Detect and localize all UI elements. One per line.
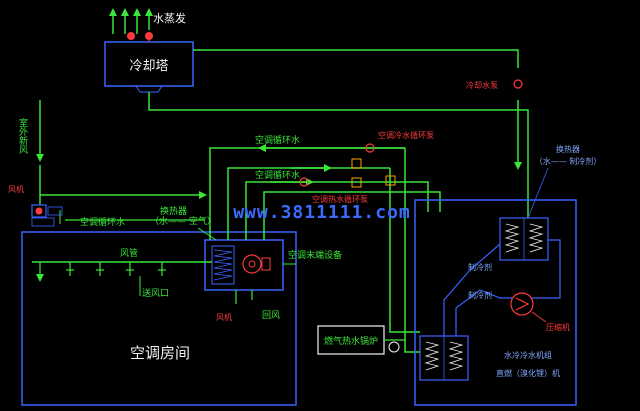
outdoor-air-label: 室外新风 bbox=[17, 117, 28, 155]
coil-zigzag bbox=[528, 223, 544, 253]
return-air-label: 回风 bbox=[262, 310, 280, 321]
hx-right-leader bbox=[527, 167, 549, 219]
sensor-box bbox=[47, 206, 63, 216]
valve-icon bbox=[351, 158, 362, 169]
cooling-water-supply-pipe bbox=[193, 49, 519, 68]
ahu-coil bbox=[211, 245, 235, 285]
valve-icon bbox=[351, 177, 362, 188]
ac-circ-water-left-label: 空调循环水 bbox=[80, 216, 125, 228]
cooling-water-pump: 冷却水泵 bbox=[466, 79, 523, 90]
compressor-icon bbox=[510, 292, 534, 316]
burner-icon bbox=[388, 341, 400, 353]
watermark: www.3811111.com bbox=[233, 202, 411, 223]
compressor-leader bbox=[531, 311, 547, 323]
cooling-tower: 冷却塔 水蒸发 bbox=[104, 8, 194, 93]
boiler-label: 燃气热水锅炉 bbox=[324, 335, 378, 347]
coil-zigzag bbox=[424, 341, 440, 371]
compressor-arrow bbox=[515, 297, 530, 311]
refrigerant-lines bbox=[443, 239, 561, 336]
valve-icon bbox=[385, 175, 396, 186]
ac-circulation-pumps: 空调冷水循环泵 空调热水循环泵 bbox=[299, 130, 434, 204]
ac-hot-water-pump-label: 空调热水循环泵 bbox=[312, 194, 368, 204]
blower-label: 风机 bbox=[216, 312, 232, 322]
chiller-label-2: 直燃（溴化锂）机 bbox=[496, 368, 560, 378]
damper-box bbox=[31, 217, 55, 227]
cooling-water-loop bbox=[148, 49, 529, 218]
heat-exchanger-left-label-2: （水—— 空气） bbox=[150, 215, 216, 227]
air-conditioned-room: 空调房间 风管 送风口 bbox=[21, 231, 297, 406]
ac-circ-water-mid-label: 空调循环水 bbox=[255, 169, 300, 181]
air-duct-label: 风管 bbox=[120, 247, 138, 259]
evaporation-label: 水蒸发 bbox=[153, 11, 186, 25]
gas-boiler: 燃气热水锅炉 bbox=[317, 325, 405, 355]
heat-exchanger-right-label-2: （水—— 制冷剂） bbox=[535, 156, 602, 166]
cooling-tower-basin bbox=[135, 85, 163, 93]
pump-icon bbox=[299, 177, 309, 187]
ac-circ-pump-label: 空调冷水循环泵 bbox=[378, 130, 434, 140]
pump-icon bbox=[513, 79, 523, 89]
cooling-tower-label: 冷却塔 bbox=[129, 59, 168, 74]
blower-outlet bbox=[261, 257, 271, 271]
heat-exchanger-right-label-1: 换热器 bbox=[556, 144, 580, 154]
chiller-outline bbox=[414, 199, 577, 406]
room-outline bbox=[21, 231, 297, 406]
cooling-pump-label: 冷却水泵 bbox=[466, 80, 498, 90]
hx-left-leader bbox=[197, 227, 217, 241]
ac-circ-water-top-label: 空调循环水 bbox=[255, 134, 300, 146]
blower-icon bbox=[242, 254, 262, 274]
supply-outlet-label: 送风口 bbox=[142, 287, 169, 299]
chiller-unit: 换热器 （水—— 制冷剂） 压缩机 制冷剂 制冷剂 水冷冷水机组 直燃（溴化锂）… bbox=[414, 144, 602, 406]
supply-diffusers bbox=[36, 262, 166, 282]
refrigerant-label-2: 制冷剂 bbox=[468, 290, 492, 300]
chilled-water-loop bbox=[209, 144, 441, 353]
pump-icon bbox=[365, 143, 375, 153]
spray-nozzle-icon bbox=[127, 32, 135, 40]
air-handling-unit: 空调末端设备 风机 回风 换热器 （水—— 空气） bbox=[150, 205, 342, 322]
outdoor-air-intake: 室外新风 风机 bbox=[8, 100, 63, 227]
fan-unit bbox=[31, 204, 47, 218]
evaporation-arrows bbox=[109, 8, 153, 34]
room-label: 空调房间 bbox=[130, 344, 190, 362]
coil-zigzag bbox=[504, 223, 520, 253]
chiller-label-1: 水冷冷水机组 bbox=[504, 350, 552, 360]
heat-exchanger-left-label-1: 换热器 bbox=[160, 205, 187, 217]
cooling-water-pipe-2 bbox=[148, 92, 529, 218]
blower-hub bbox=[248, 260, 256, 268]
fan-icon bbox=[35, 207, 43, 215]
ac-terminal-label: 空调末端设备 bbox=[288, 249, 342, 261]
coil-zigzag bbox=[448, 341, 464, 371]
refrigerant-label-1: 制冷剂 bbox=[468, 262, 492, 272]
fan-label-left: 风机 bbox=[8, 184, 24, 194]
coil-zigzag bbox=[213, 249, 233, 281]
ahu-box bbox=[204, 239, 284, 291]
compressor-label: 压缩机 bbox=[546, 322, 570, 332]
